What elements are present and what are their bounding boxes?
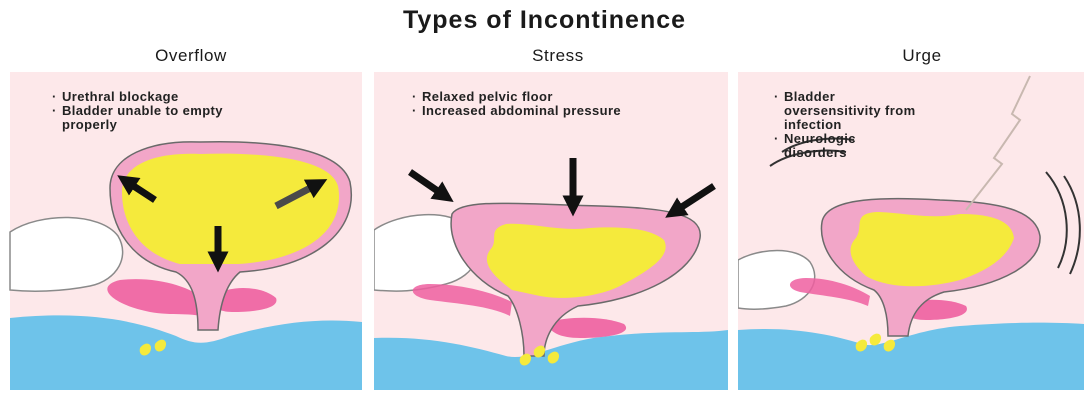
separator-2 [728,72,738,390]
bullet-overflow-2: Bladder unable to empty properly [52,104,262,132]
bullet-stress-2: Increased abdominal pressure [412,104,642,118]
bullet-overflow-1: Urethral blockage [52,90,322,104]
bullet-urge-1: Bladder oversensitivity from infection [774,90,924,132]
separator-1 [362,72,374,390]
bullet-stress-1: Relaxed pelvic floor [412,90,652,104]
bullets-urge: Bladder oversensitivity from infection N… [774,90,954,160]
panel-stress [374,72,728,390]
bullets-overflow: Urethral blockage Bladder unable to empt… [52,90,322,132]
bullets-stress: Relaxed pelvic floor Increased abdominal… [412,90,652,118]
pubic-bone-overflow [10,217,123,291]
bullet-urge-2: Neurologic disorders [774,132,904,160]
